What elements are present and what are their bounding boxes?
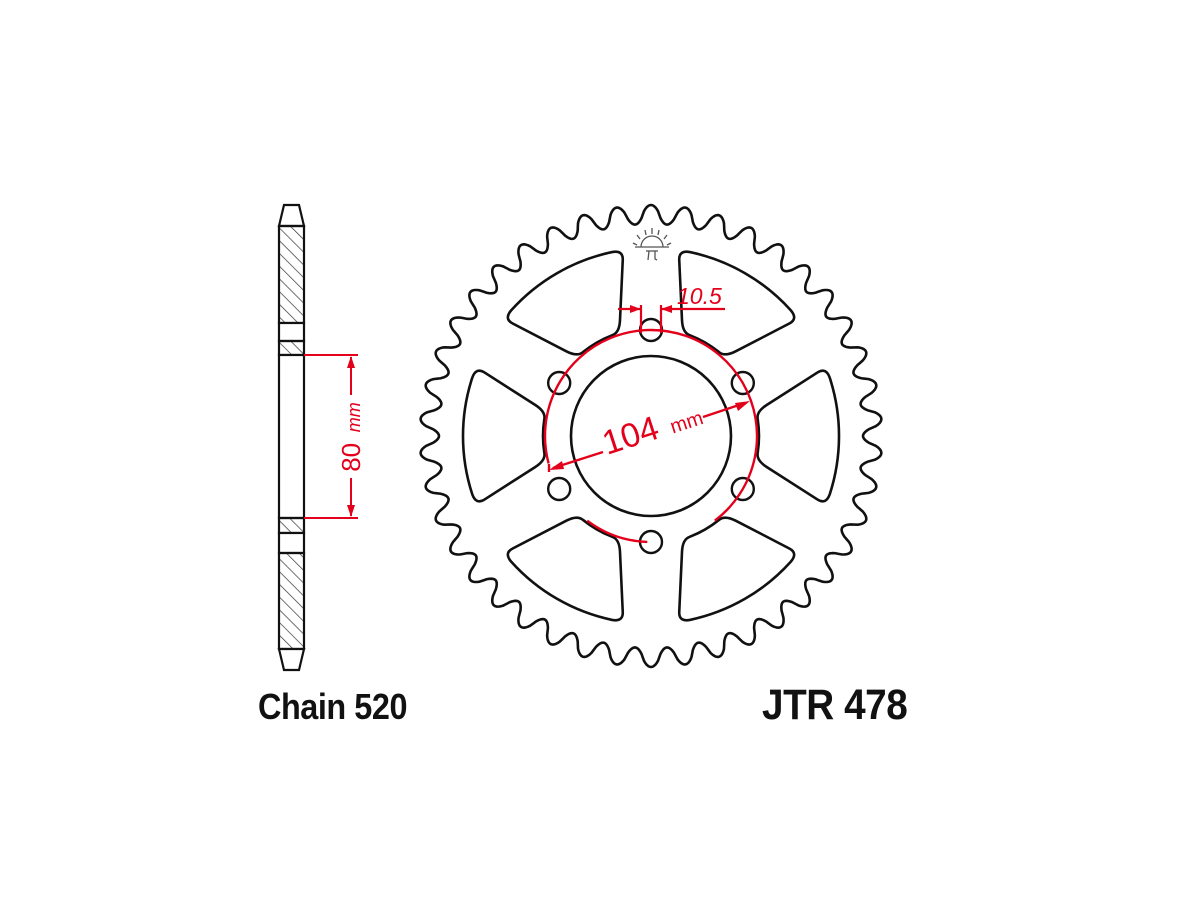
jt-sun-logo-icon xyxy=(632,228,672,261)
sprocket-teeth-outline xyxy=(419,203,883,669)
cutout xyxy=(677,516,796,622)
bolt-hole xyxy=(547,476,572,502)
chain-size-label: Chain 520 xyxy=(258,686,408,727)
sprocket-front-view: 104 mm 10.5 xyxy=(419,203,883,669)
side-bore xyxy=(277,353,306,520)
bolt-hole-dimension xyxy=(618,305,725,333)
sprocket-side-view xyxy=(277,203,306,672)
cutout xyxy=(461,369,546,503)
side-bottom-chamfer xyxy=(277,647,306,672)
bolt-hole xyxy=(547,370,572,396)
bolt-hole xyxy=(730,370,755,396)
side-lower-hatch xyxy=(277,551,306,651)
bolt-hole xyxy=(730,476,755,502)
cutout xyxy=(506,250,625,356)
bore-dimension-label: 80 mm xyxy=(336,402,366,472)
lightening-cutouts xyxy=(461,250,841,622)
side-upper-gap xyxy=(277,321,306,343)
cutout xyxy=(756,369,841,503)
side-upper-hatch xyxy=(277,224,306,325)
center-bore xyxy=(569,354,733,518)
side-upper-band xyxy=(277,339,306,357)
bolt-circle-dimension xyxy=(543,328,759,544)
bolt-circle-diameter-arrow xyxy=(547,401,750,472)
side-lower-gap xyxy=(277,531,306,555)
side-lower-band xyxy=(277,516,306,535)
bore-dimension xyxy=(304,354,358,519)
part-number-label: JTR 478 xyxy=(762,681,908,729)
side-top-chamfer xyxy=(277,203,306,228)
bolt-circle-label: 104 mm xyxy=(598,395,707,463)
cutout xyxy=(677,250,796,356)
cutout xyxy=(506,516,625,622)
bolt-hole-label: 10.5 xyxy=(677,283,722,309)
